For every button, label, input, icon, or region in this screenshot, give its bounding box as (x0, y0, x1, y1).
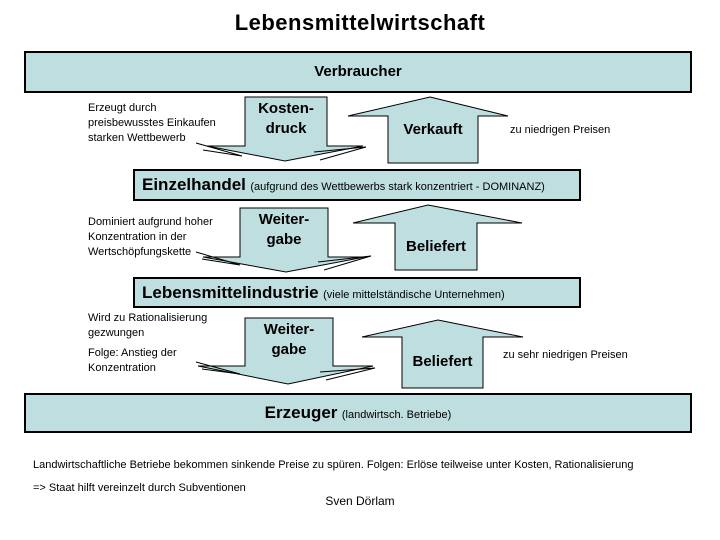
row2-side-text: Dominiert aufgrund hoher Konzentration i… (88, 216, 213, 258)
einzelhandel-box: Einzelhandel (aufgrund des Wettbewerbs s… (133, 169, 581, 201)
row3-down-arrow-label: Weiter- gabe (263, 321, 315, 358)
erzeuger-label: Erzeuger (264, 403, 338, 422)
row1-side-text: Erzeugt durch preisbewusstes Einkaufen s… (88, 102, 216, 144)
footer-line-2: => Staat hilft vereinzelt durch Subventi… (33, 482, 246, 494)
slide-title: Lebensmittelwirtschaft (234, 10, 486, 35)
row3-side-text-2: Folge: Anstieg der Konzentration (88, 347, 177, 374)
leader-line-row3-right (319, 367, 376, 381)
row1-down-arrow-label: Kosten- druck (258, 100, 314, 137)
row2-up-arrow-label: Beliefert (405, 238, 467, 255)
row2-down-arrow-label: Weiter- gabe (258, 211, 310, 248)
row3-price-note: zu sehr niedrigen Preisen (503, 349, 628, 361)
einzelhandel-note: (aufgrund des Wettbewerbs stark konzentr… (250, 181, 545, 193)
author-name: Sven Dörlam (325, 494, 395, 508)
leader-line-row2-left (195, 251, 241, 266)
verbraucher-box: Verbraucher (24, 51, 692, 93)
row3-up-arrow-label: Beliefert (412, 353, 473, 370)
leader-line-row1-left (195, 142, 243, 157)
erzeuger-note: (landwirtsch. Betriebe) (341, 409, 452, 421)
kostendruck-down-arrow (206, 96, 364, 162)
beliefert-up-arrow-2 (352, 204, 523, 271)
row1-up-arrow-label: Verkauft (403, 121, 463, 138)
verbraucher-label: Verbraucher (314, 63, 402, 80)
lebensmittelindustrie-label: Lebensmittelindustrie (142, 283, 319, 302)
row1-price-note: zu niedrigen Preisen (510, 124, 611, 136)
lebensmittelindustrie-box: Lebensmittelindustrie (viele mittelständ… (133, 277, 581, 308)
leader-line-row2-right (317, 255, 372, 271)
beliefert-up-arrow-3 (361, 319, 524, 389)
leader-line-row1-right (313, 146, 367, 161)
weitergabe-down-arrow-2 (202, 207, 366, 273)
verkauft-up-arrow (347, 96, 509, 164)
einzelhandel-label: Einzelhandel (142, 175, 246, 194)
lebensmittelindustrie-note: (viele mittelständische Unternehmen) (323, 289, 505, 301)
row3-side-text: Wird zu Rationalisierung gezwungen (88, 312, 208, 339)
weitergabe-down-arrow-3 (197, 317, 374, 385)
footer-line-1: Landwirtschaftliche Betriebe bekommen si… (33, 459, 634, 471)
leader-line-row3-left (195, 361, 241, 375)
erzeuger-box: Erzeuger (landwirtsch. Betriebe) (24, 393, 692, 433)
